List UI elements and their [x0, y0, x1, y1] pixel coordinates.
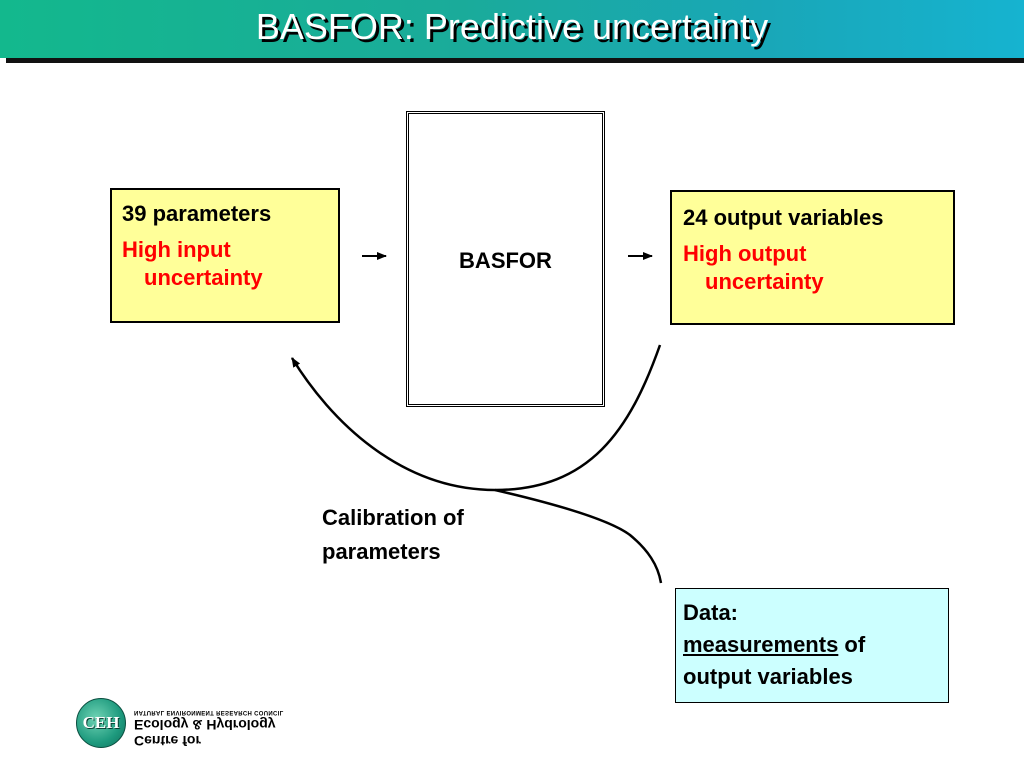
calibration-label-line2: parameters [322, 539, 441, 564]
measurements-of: of [838, 632, 866, 657]
basfor-model-box: BASFOR [406, 111, 605, 407]
ceh-logo-line3: NATURAL ENVIRONMENT RESEARCH COUNCIL [134, 709, 284, 715]
ceh-logo: CEH Centre for Ecology & Hydrology NATUR… [76, 693, 316, 753]
data-measurements-line: measurements of [683, 629, 948, 661]
input-parameters-box: 39 parameters High input uncertainty [110, 188, 340, 323]
data-measurements-box: Data: measurements of output variables [675, 588, 949, 703]
basfor-model-label: BASFOR [459, 248, 552, 273]
input-parameters-count: 39 parameters [122, 201, 272, 226]
input-uncertainty-label: High input [122, 237, 231, 262]
page-title: BASFOR: Predictive uncertainty [255, 6, 769, 47]
title-bar-shadow [6, 58, 1024, 63]
ceh-logo-badge: CEH [76, 698, 126, 748]
calibration-label: Calibration of parameters [322, 501, 464, 569]
data-output-variables: output variables [683, 664, 853, 689]
data-label: Data: [683, 600, 739, 625]
output-uncertainty-label: High output [683, 241, 807, 266]
data-to-calibration-curve [494, 488, 663, 584]
ceh-logo-text: Centre for Ecology & Hydrology NATURAL E… [134, 693, 314, 749]
measurements-emphasis: measurements [683, 632, 839, 657]
ceh-logo-badge-text: CEH [82, 713, 120, 732]
calibration-label-line1: Calibration of [322, 505, 464, 530]
output-variables-box: 24 output variables High output uncertai… [670, 190, 955, 325]
input-uncertainty-label-cont: uncertainty [144, 265, 263, 290]
title-bar [0, 0, 1024, 58]
output-uncertainty-label-cont: uncertainty [705, 269, 824, 294]
ceh-logo-line2: Ecology & Hydrology [134, 717, 276, 733]
calibration-feedback-curve [290, 344, 662, 492]
ceh-logo-line1: Centre for [134, 733, 201, 749]
output-variables-count: 24 output variables [683, 205, 884, 230]
